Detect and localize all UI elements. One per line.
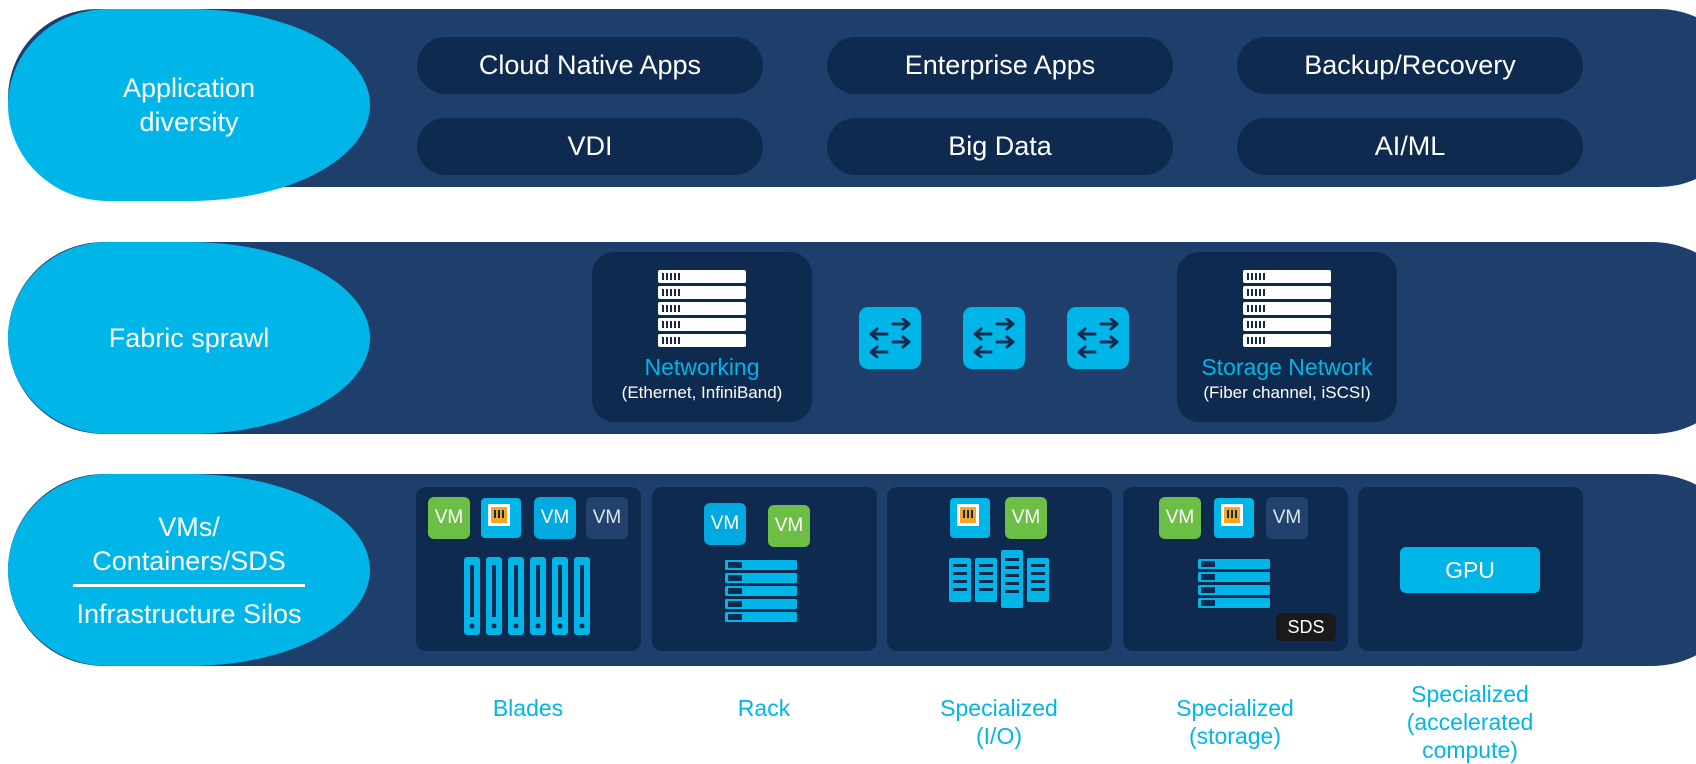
- tile-blades: VM VM VM: [416, 487, 641, 651]
- networking-subtitle: (Ethernet, InfiniBand): [621, 383, 783, 402]
- infrastructure-silos-label: Infrastructure Silos: [76, 598, 302, 629]
- container-chip-icon: [481, 498, 521, 538]
- pill-cloud-native-apps: Cloud Native Apps: [417, 37, 763, 94]
- tile-specialized-accelerated-compute: GPU: [1358, 487, 1583, 651]
- arrows-icon: [869, 318, 911, 358]
- application-diversity-label: Application diversity: [8, 9, 370, 201]
- pill-enterprise-apps: Enterprise Apps: [827, 37, 1173, 94]
- storage-network-title: Storage Network: [1201, 354, 1373, 380]
- container-chip-icon: [1214, 498, 1254, 538]
- tile-specialized-storage: VM VM SDS: [1123, 487, 1348, 651]
- switch-icon-1: [859, 307, 921, 369]
- caption-divider: [73, 583, 305, 587]
- tile-rack: VM VM: [652, 487, 877, 651]
- server-stack-icon: [658, 270, 746, 347]
- label-blades: Blades: [492, 695, 564, 721]
- storage-server-icon: [1198, 559, 1270, 608]
- gpu-badge: GPU: [1400, 547, 1540, 593]
- specialized-io-server-icon: [949, 550, 1049, 608]
- container-chip-icon: [950, 498, 990, 538]
- vms-containers-sds-label: VMs/ Containers/SDS Infrastructure Silos: [8, 474, 370, 666]
- switch-icon-3: [1067, 307, 1129, 369]
- fabric-sprawl-label: Fabric sprawl: [8, 242, 370, 434]
- label-specialized-accelerated-compute: Specialized (accelerated compute): [1406, 681, 1534, 763]
- label-specialized-storage: Specialized (storage): [1176, 695, 1294, 749]
- networking-box: Networking (Ethernet, InfiniBand): [592, 252, 812, 422]
- arrows-icon: [973, 318, 1015, 358]
- vm-badge: VM: [1266, 497, 1308, 539]
- blade-chassis-icon: [464, 557, 590, 635]
- vm-badge: VM: [586, 497, 628, 539]
- rack-server-icon: [725, 560, 797, 622]
- pill-big-data: Big Data: [827, 118, 1173, 175]
- vm-badge: VM: [704, 503, 746, 545]
- vm-badge: VM: [1005, 497, 1047, 539]
- pill-backup-recovery: Backup/Recovery: [1237, 37, 1583, 94]
- tile-specialized-io: VM: [887, 487, 1112, 651]
- vm-badge: VM: [534, 497, 576, 539]
- networking-title: Networking: [644, 354, 760, 380]
- storage-network-box: Storage Network (Fiber channel, iSCSI): [1177, 252, 1397, 422]
- pill-ai-ml: AI/ML: [1237, 118, 1583, 175]
- vm-badge: VM: [428, 497, 470, 539]
- arrows-icon: [1077, 318, 1119, 358]
- pill-vdi: VDI: [417, 118, 763, 175]
- storage-network-subtitle: (Fiber channel, iSCSI): [1203, 383, 1371, 402]
- vm-badge: VM: [768, 505, 810, 547]
- label-specialized-io: Specialized (I/O): [940, 695, 1058, 749]
- label-rack: Rack: [737, 695, 791, 721]
- vm-badge: VM: [1159, 497, 1201, 539]
- switch-icon-2: [963, 307, 1025, 369]
- sds-badge: SDS: [1276, 613, 1336, 641]
- server-stack-icon: [1243, 270, 1331, 347]
